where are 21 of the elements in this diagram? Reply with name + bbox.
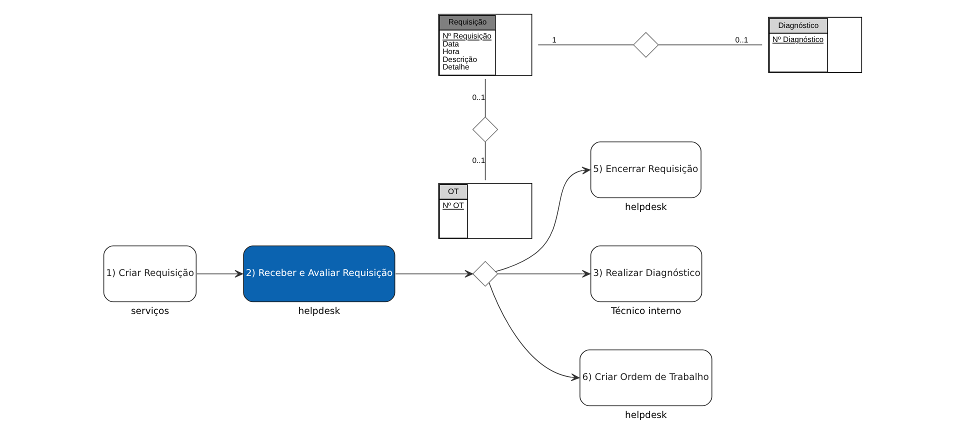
connector	[484, 142, 486, 181]
node-label: helpdesk	[624, 410, 666, 421]
arrow	[494, 166, 590, 272]
edge-label: 1	[552, 36, 556, 45]
connector	[537, 44, 634, 46]
arrow	[488, 282, 580, 382]
node-label: helpdesk	[298, 306, 340, 317]
edge-label: 0..1	[472, 92, 485, 102]
edge-label: 0..1	[734, 36, 748, 45]
connector	[658, 44, 762, 46]
node-label: serviços	[130, 306, 169, 317]
node-label: helpdesk	[624, 202, 666, 213]
connector	[484, 78, 486, 118]
edge-label: 0..1	[472, 156, 485, 166]
node-diamond	[472, 116, 498, 142]
node-diamond	[632, 32, 658, 58]
arrow	[497, 270, 590, 278]
node-diamond	[472, 260, 498, 287]
arrow	[394, 270, 473, 278]
node-label: Técnico interno	[610, 306, 681, 317]
arrow	[196, 270, 243, 278]
